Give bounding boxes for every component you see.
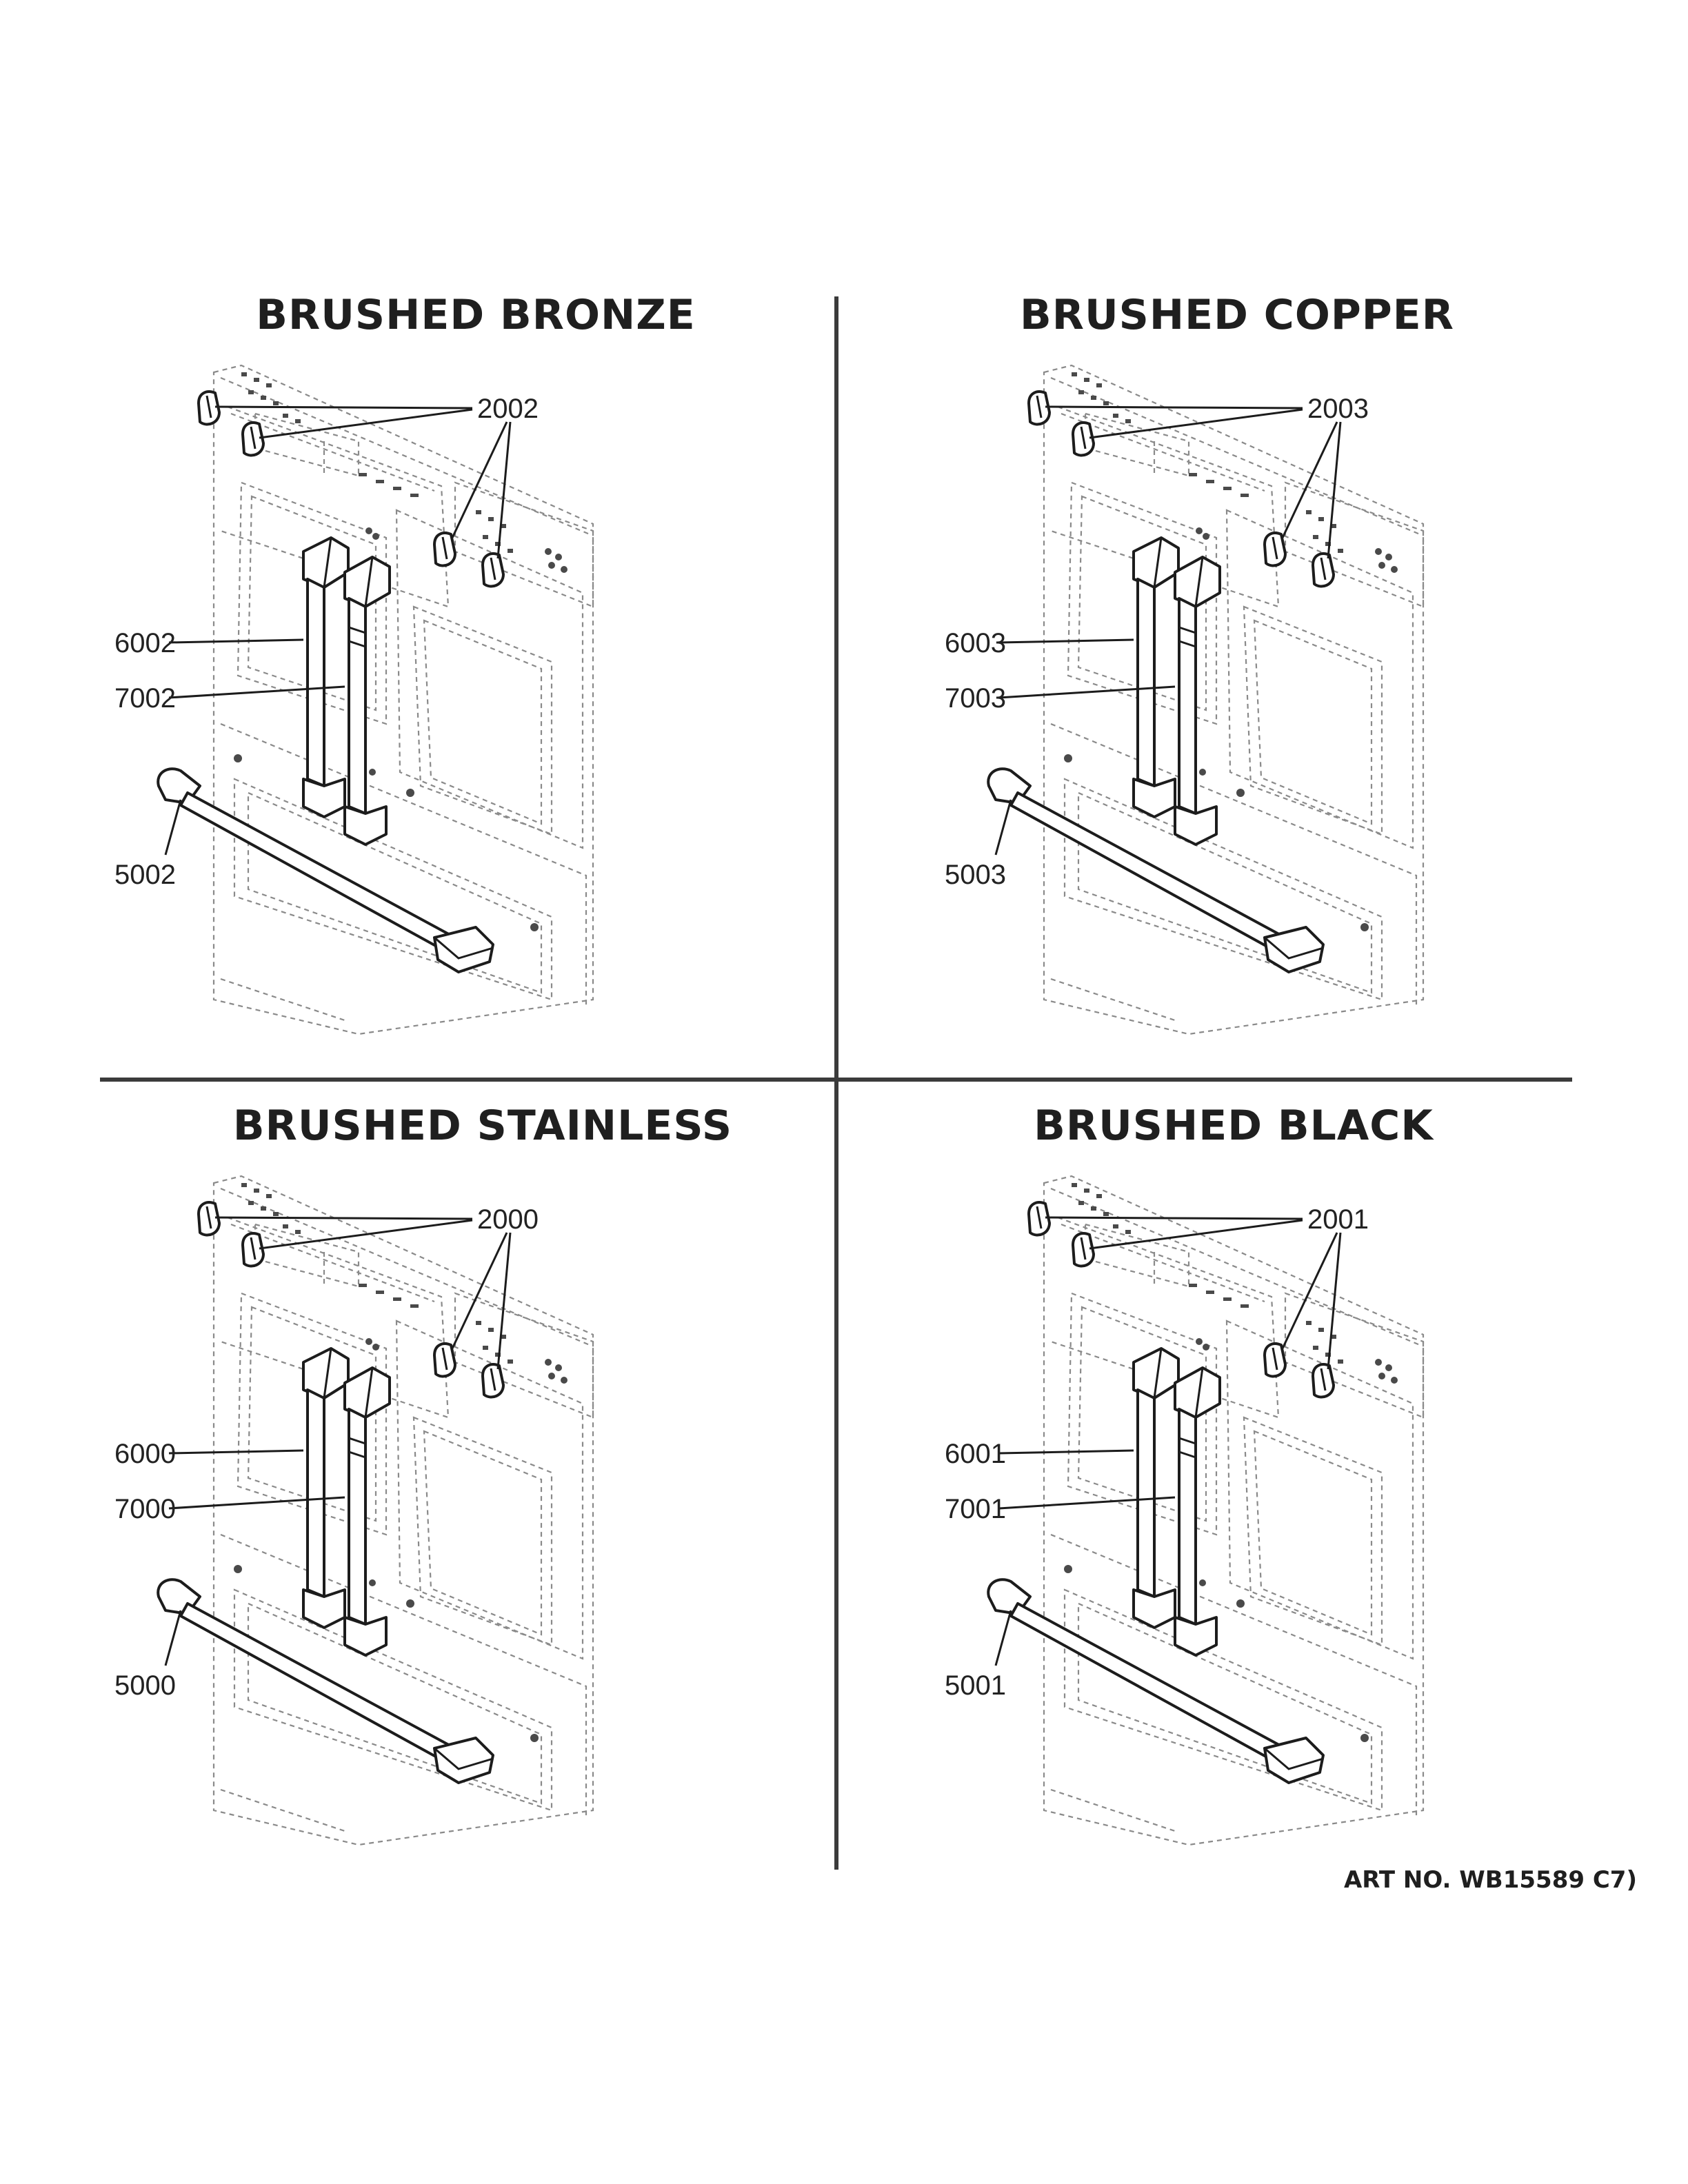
left-handle-part-number: 6001 [945, 1439, 1006, 1469]
panel-title: BRUSHED STAINLESS [233, 1102, 732, 1150]
right-handle-part-number: 7001 [945, 1494, 1006, 1524]
knob-part-number: 2000 [477, 1204, 539, 1235]
panel-brushed-bronze: BRUSHED BRONZE 2002 6002 7002 5002 [114, 291, 695, 1035]
panel-title: BRUSHED BRONZE [256, 291, 695, 339]
oven-illustration [157, 1175, 594, 1846]
panel-title: BRUSHED BLACK [1034, 1102, 1434, 1150]
oven-illustration [987, 1175, 1425, 1846]
left-handle-part-number: 6003 [945, 628, 1006, 658]
left-handle-part-number: 6000 [114, 1439, 176, 1469]
right-handle-part-number: 7003 [945, 683, 1006, 714]
panel-brushed-black: BRUSHED BLACK 2001 6001 7001 5001 [945, 1102, 1434, 1846]
drawer-handle-part-number: 5003 [945, 860, 1006, 890]
right-handle-part-number: 7002 [114, 683, 176, 714]
oven-illustration [987, 364, 1425, 1035]
drawer-handle-part-number: 5002 [114, 860, 176, 890]
drawer-handle-part-number: 5000 [114, 1670, 176, 1701]
left-handle-part-number: 6002 [114, 628, 176, 658]
oven-illustration [157, 364, 594, 1035]
panel-brushed-stainless: BRUSHED STAINLESS 2000 6000 7000 5000 [114, 1102, 732, 1846]
right-handle-part-number: 7000 [114, 1494, 176, 1524]
panel-title: BRUSHED COPPER [1020, 291, 1454, 339]
panel-brushed-copper: BRUSHED COPPER 2003 6003 7003 5003 [945, 291, 1454, 1035]
drawer-handle-part-number: 5001 [945, 1670, 1006, 1701]
knob-part-number: 2002 [477, 394, 539, 424]
art-number: ART NO. WB15589 C7) [1344, 1866, 1637, 1894]
knob-part-number: 2003 [1307, 394, 1369, 424]
knob-part-number: 2001 [1307, 1204, 1369, 1235]
